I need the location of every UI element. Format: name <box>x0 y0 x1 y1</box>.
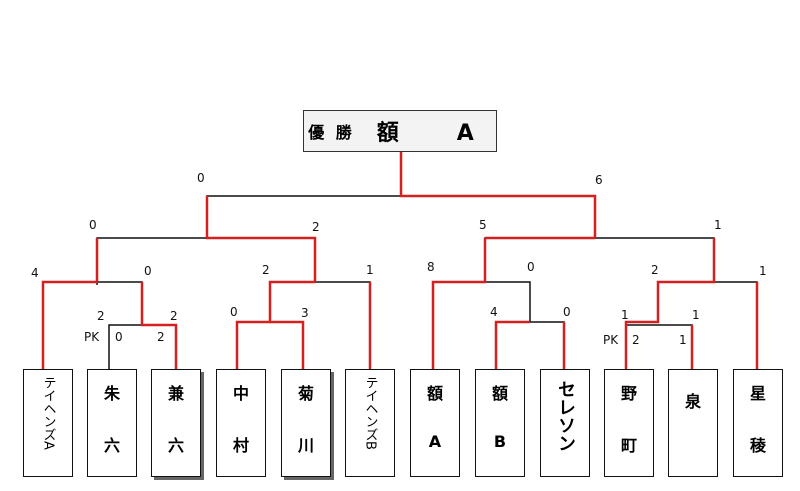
team-name-line2: 町 <box>620 436 637 455</box>
winner-line <box>270 320 305 370</box>
score-label: 0 <box>197 171 205 185</box>
team-name: 額 <box>491 384 508 403</box>
score-label: 0 <box>115 330 123 344</box>
bracket-line <box>495 321 565 370</box>
team-box: テイヘンズA <box>23 369 73 477</box>
score-label: 1 <box>759 264 767 278</box>
score-label: 0 <box>144 264 152 278</box>
score-label: 2 <box>97 309 105 323</box>
team-name-line2: 六 <box>103 436 120 455</box>
team-name-line2: B <box>493 432 507 451</box>
team-box: 菊川 <box>281 369 331 477</box>
team-box: 兼六 <box>151 369 201 477</box>
team-name-line2: 村 <box>232 436 249 455</box>
bracket-line <box>625 324 693 370</box>
team-box: 中村 <box>216 369 266 477</box>
team-box: 泉 <box>668 369 718 477</box>
team-box: 朱六 <box>87 369 137 477</box>
score-label: 3 <box>301 306 309 320</box>
team-name-line2: 六 <box>167 436 184 455</box>
score-label: 1 <box>679 333 687 347</box>
team-name: 朱 <box>103 384 120 403</box>
score-label: 5 <box>479 218 487 232</box>
team-name-line2: 川 <box>297 436 314 455</box>
champion-label: 優 勝 <box>308 123 355 142</box>
team-box: 野町 <box>604 369 654 477</box>
bracket-line <box>42 281 143 370</box>
score-label: 2 <box>157 330 165 344</box>
team-name: 中 <box>232 384 249 403</box>
score-label: 2 <box>651 263 659 277</box>
score-label: 6 <box>595 173 603 187</box>
score-label: 0 <box>527 260 535 274</box>
team-name: テイヘンズB <box>362 376 378 450</box>
score-label: 2 <box>262 263 270 277</box>
score-label: 1 <box>692 308 700 322</box>
score-label: 0 <box>563 305 571 319</box>
score-label: 0 <box>230 305 238 319</box>
bracket-line <box>269 281 371 370</box>
team-name-line2: 稜 <box>749 436 766 455</box>
team-name: 額 <box>426 384 443 403</box>
team-box: テイヘンズB <box>345 369 395 477</box>
bracket-line <box>657 281 758 370</box>
winner-line <box>624 238 716 370</box>
team-name: 泉 <box>684 392 701 411</box>
bracket-line <box>236 321 304 370</box>
bracket-line <box>96 237 316 285</box>
score-label: 1 <box>714 218 722 232</box>
score-label: 2 <box>312 220 320 234</box>
team-name: 菊 <box>297 384 314 403</box>
score-label: 1 <box>621 308 629 322</box>
team-name: セレソン <box>555 380 576 452</box>
bracket-line <box>484 237 715 282</box>
score-label: 8 <box>427 260 435 274</box>
pk-label: PK <box>84 330 100 344</box>
score-label: 2 <box>632 333 640 347</box>
score-label: 4 <box>31 266 39 280</box>
winner-line <box>41 238 99 370</box>
team-name: テイヘンズA <box>40 376 56 450</box>
champion-box: 優 勝 額 A <box>303 110 497 152</box>
score-label: 2 <box>170 309 178 323</box>
bracket-line <box>432 281 531 370</box>
winner-line <box>494 320 530 370</box>
score-label: 0 <box>89 218 97 232</box>
winner-line <box>205 196 317 282</box>
team-box: セレソン <box>540 369 590 477</box>
bracket-line <box>206 195 596 238</box>
champion-name: 額 A <box>376 121 492 146</box>
winner-line <box>399 152 597 238</box>
pk-label: PK <box>603 333 619 347</box>
winner-line <box>140 282 178 370</box>
score-label: 1 <box>366 263 374 277</box>
winner-line <box>431 238 487 370</box>
team-name: 星 <box>749 384 766 403</box>
team-box: 星稜 <box>733 369 783 477</box>
score-label: 4 <box>490 305 498 319</box>
team-name: 兼 <box>167 384 184 403</box>
team-name-line2: A <box>428 432 442 451</box>
team-name: 野 <box>620 384 637 403</box>
